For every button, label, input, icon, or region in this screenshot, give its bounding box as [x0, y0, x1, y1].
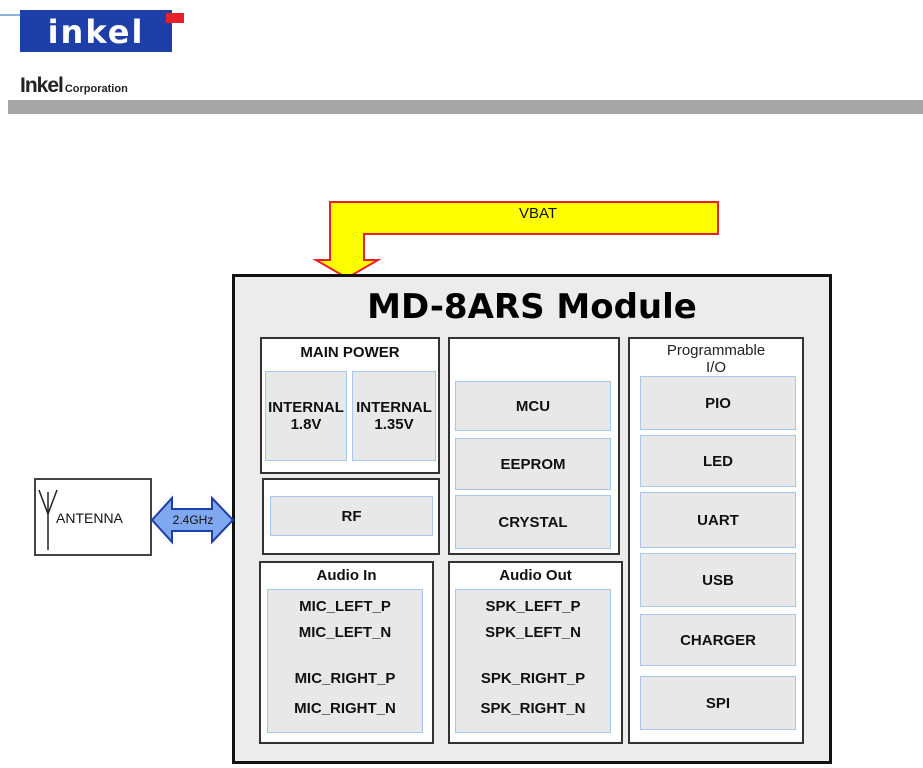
led-block: LED	[640, 435, 796, 487]
antenna-label: ANTENNA	[56, 510, 123, 526]
programmable-io-title-line1: Programmable	[628, 342, 804, 359]
uart-block: UART	[640, 492, 796, 548]
spk-right-p-label: SPK_RIGHT_P	[456, 670, 610, 687]
module-title: MD-8ARS Module	[232, 282, 832, 332]
main-power-title: MAIN POWER	[260, 344, 440, 361]
spi-block: SPI	[640, 676, 796, 730]
mic-left-n-label: MIC_LEFT_N	[268, 624, 422, 641]
charger-block: CHARGER	[640, 614, 796, 666]
eeprom-block: EEPROM	[455, 438, 611, 490]
audio-in-title: Audio In	[259, 567, 434, 584]
vbat-arrow	[0, 0, 923, 290]
mic-left-p-label: MIC_LEFT_P	[268, 598, 422, 615]
internal-1-8v-value: 1.8V	[291, 416, 322, 433]
programmable-io-title: Programmable I/O	[628, 342, 804, 372]
internal-1-8v-block: INTERNAL 1.8V	[265, 371, 347, 461]
spk-right-n-label: SPK_RIGHT_N	[456, 700, 610, 717]
audio-out-signals: SPK_LEFT_P SPK_LEFT_N SPK_RIGHT_P SPK_RI…	[455, 589, 611, 733]
internal-1-35v-value: 1.35V	[374, 416, 413, 433]
audio-in-signals: MIC_LEFT_P MIC_LEFT_N MIC_RIGHT_P MIC_RI…	[267, 589, 423, 733]
mic-right-p-label: MIC_RIGHT_P	[268, 670, 422, 687]
usb-block: USB	[640, 553, 796, 607]
internal-1-35v-label: INTERNAL	[356, 399, 432, 416]
spk-left-p-label: SPK_LEFT_P	[456, 598, 610, 615]
mcu-block: MCU	[455, 381, 611, 431]
internal-1-35v-block: INTERNAL 1.35V	[352, 371, 436, 461]
link-frequency-label: 2.4GHz	[170, 511, 216, 529]
vbat-label: VBAT	[498, 204, 578, 224]
pio-block: PIO	[640, 376, 796, 430]
rf-block: RF	[270, 496, 433, 536]
internal-1-8v-label: INTERNAL	[268, 399, 344, 416]
spk-left-n-label: SPK_LEFT_N	[456, 624, 610, 641]
programmable-io-title-line2: I/O	[628, 359, 804, 372]
crystal-block: CRYSTAL	[455, 495, 611, 549]
mic-right-n-label: MIC_RIGHT_N	[268, 700, 422, 717]
audio-out-title: Audio Out	[448, 567, 623, 584]
